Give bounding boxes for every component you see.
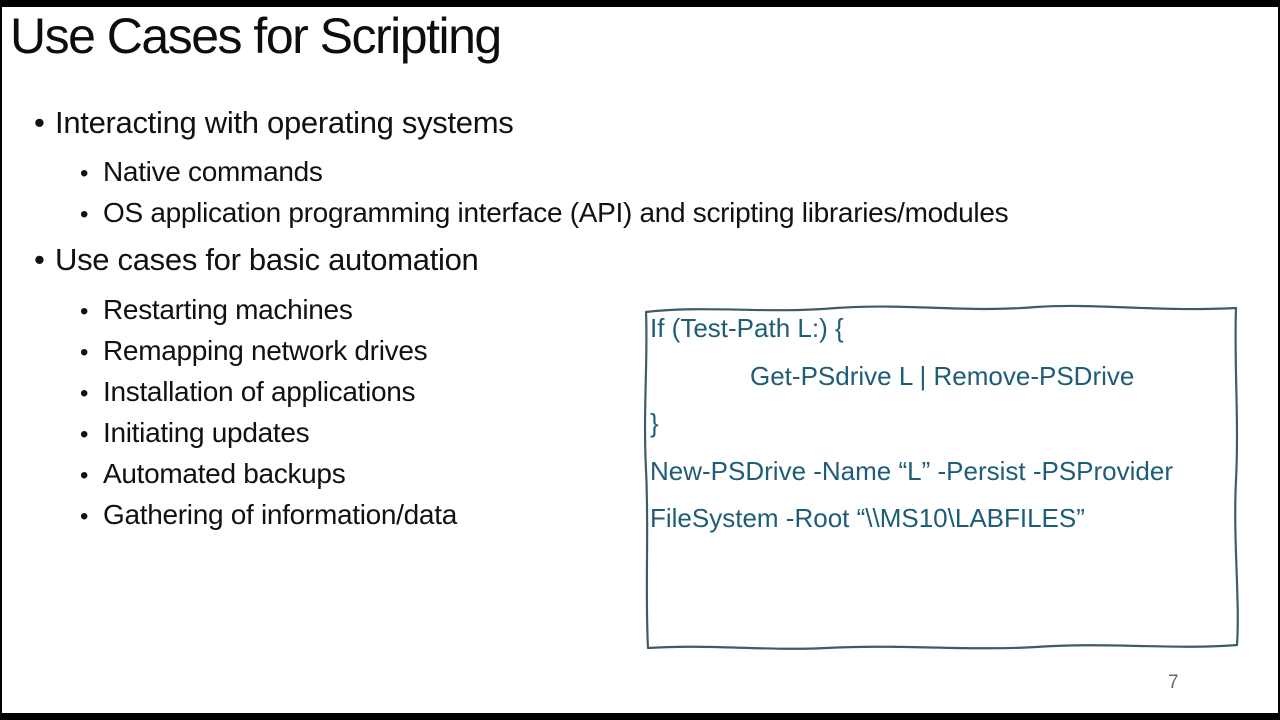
bullet-icon (80, 500, 103, 534)
code-line: If (Test-Path L:) { (650, 313, 844, 343)
bullet-icon (34, 241, 55, 279)
bullet-label: Gathering of information/data (103, 499, 457, 530)
code-line: } (650, 408, 659, 438)
bullet-label: Native commands (103, 156, 323, 187)
bullet-item-interacting: Interacting with operating systems (34, 104, 514, 142)
bullet-item-initiating: Initiating updates (80, 416, 310, 452)
bullet-icon (80, 377, 103, 411)
page-number: 7 (1168, 672, 1179, 693)
bullet-icon (80, 295, 103, 329)
code-line: Get-PSdrive L | Remove-PSDrive (750, 361, 1135, 391)
bullet-label: Restarting machines (103, 294, 353, 325)
bullet-label: Initiating updates (103, 417, 310, 448)
bullet-item-restarting: Restarting machines (80, 293, 353, 329)
bullet-icon (80, 459, 103, 493)
slide-background (2, 7, 1278, 713)
bullet-item-native-commands: Native commands (80, 155, 323, 191)
bullet-label: OS application programming interface (AP… (103, 197, 1009, 228)
bullet-item-remapping: Remapping network drives (80, 334, 428, 370)
bullet-label: Interacting with operating systems (55, 105, 514, 140)
slide-title: Use Cases for Scripting (10, 8, 502, 64)
bullet-icon (80, 157, 103, 191)
bullet-label: Installation of applications (103, 376, 416, 407)
bullet-label: Automated backups (103, 458, 346, 489)
bullet-item-backups: Automated backups (80, 457, 346, 493)
bullet-item-basic-automation: Use cases for basic automation (34, 241, 479, 279)
code-line: FileSystem -Root “\\MS10\LABFILES” (650, 503, 1085, 533)
bullet-icon (80, 336, 103, 370)
bullet-label: Remapping network drives (103, 335, 428, 366)
bullet-icon (80, 198, 103, 232)
bullet-item-gathering: Gathering of information/data (80, 498, 457, 534)
bullet-icon (34, 104, 55, 142)
code-line: New-PSDrive -Name “L” -Persist -PSProvid… (650, 456, 1173, 486)
code-box-border (643, 304, 1239, 650)
bullet-icon (80, 418, 103, 452)
bullet-item-os-api: OS application programming interface (AP… (80, 196, 1009, 232)
bullet-label: Use cases for basic automation (55, 242, 479, 277)
bullet-item-installation: Installation of applications (80, 375, 416, 411)
